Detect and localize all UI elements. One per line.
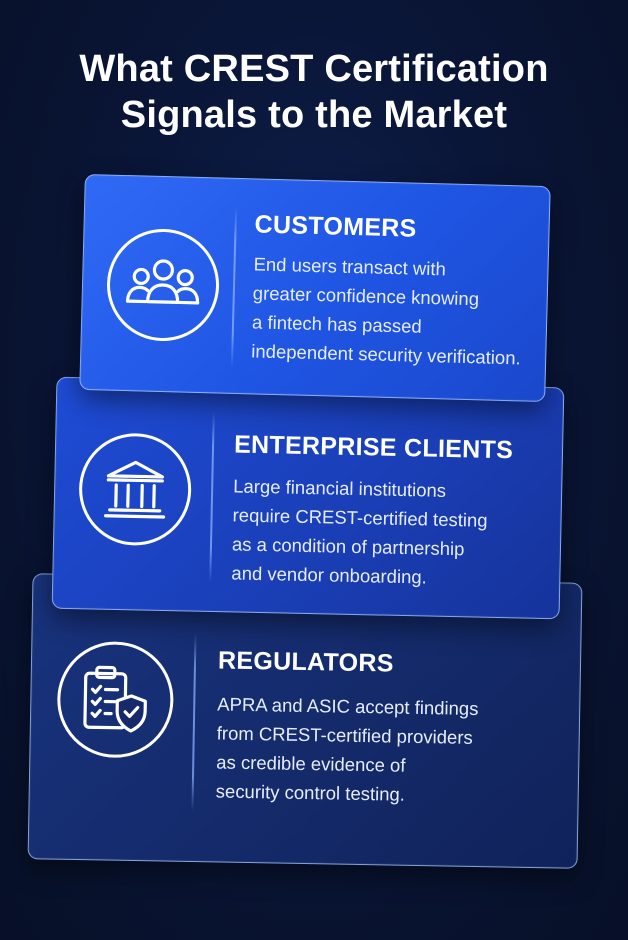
users-group-icon — [105, 227, 221, 343]
card-description-line: as credible evidence of — [216, 751, 406, 776]
card-heading: REGULATORS — [217, 646, 394, 678]
card-divider — [191, 633, 197, 812]
page-title-line-1: What CREST Certification — [79, 48, 549, 90]
card-description: End users transact with greater confiden… — [251, 249, 523, 372]
regulators-card: REGULATORS APRA and ASIC accept findings… — [27, 573, 583, 869]
checklist-shield-icon — [56, 640, 175, 759]
customers-card: CUSTOMERS End users transact with greate… — [79, 173, 551, 403]
card-description-line: and vendor onboarding. — [231, 562, 428, 588]
card-divider — [209, 410, 215, 583]
card-heading: ENTERPRISE CLIENTS — [233, 430, 514, 465]
page-title: What CREST Certification Signals to the … — [0, 46, 628, 138]
bank-building-icon — [77, 432, 193, 547]
card-description: APRA and ASIC accept findings from CREST… — [216, 689, 479, 810]
card-description: Large financial institutions require CRE… — [231, 471, 488, 592]
card-divider — [230, 206, 238, 367]
card-description-line: from CREST-certified providers — [216, 722, 473, 748]
page-title-line-2: Signals to the Market — [120, 94, 508, 136]
enterprise-clients-card: ENTERPRISE CLIENTS Large financial insti… — [51, 376, 565, 620]
card-description-line: security control testing. — [215, 780, 406, 805]
card-description-line: APRA and ASIC accept findings — [217, 693, 479, 720]
card-description-line: independent security verification. — [251, 340, 521, 369]
card-heading: CUSTOMERS — [254, 210, 417, 243]
